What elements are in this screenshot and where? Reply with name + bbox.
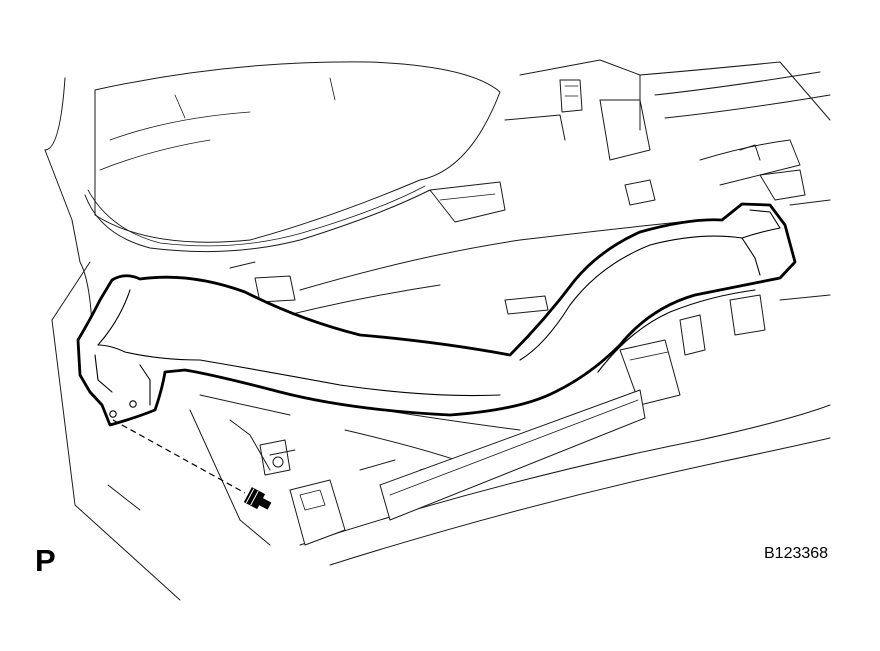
view-label: P [35,543,56,578]
air-duct-part [76,202,797,427]
screw-fastener [112,419,272,510]
background-structure [44,59,831,601]
figure-code: B123368 [764,545,829,562]
